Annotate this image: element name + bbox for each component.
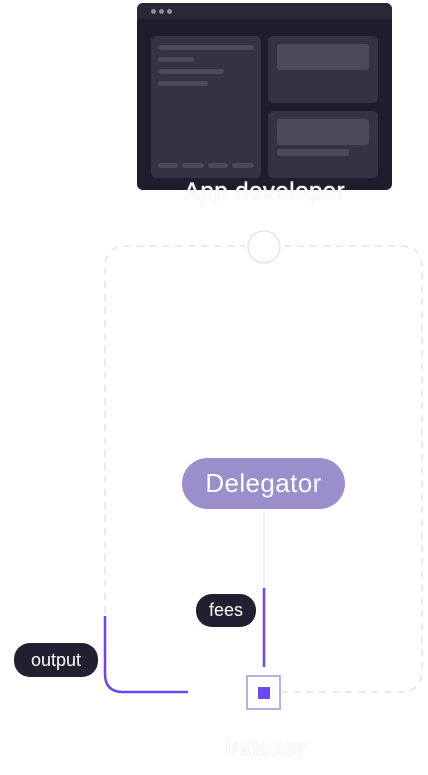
window-dot-icon — [167, 9, 172, 14]
top-connector-node — [247, 230, 281, 264]
left-panel — [151, 36, 261, 178]
placeholder-line — [208, 163, 228, 168]
dashed-outline — [104, 245, 423, 693]
window-titlebar — [137, 3, 392, 19]
placeholder-line — [158, 163, 178, 168]
fees-tag: fees — [196, 594, 256, 627]
fees-label: fees — [208, 600, 244, 620]
placeholder-line — [158, 57, 194, 62]
top-right-panel — [268, 36, 378, 103]
output-tag: output — [14, 643, 98, 677]
indexer-node-core — [258, 687, 270, 699]
window-dot-icon — [151, 9, 156, 14]
app-window-illustration — [137, 3, 392, 190]
output-label: output — [30, 649, 82, 670]
indexer-label: Indexer — [224, 735, 306, 762]
placeholder-line — [232, 163, 254, 168]
placeholder-line — [158, 81, 208, 86]
bottom-right-panel — [268, 111, 378, 178]
placeholder-line — [158, 69, 224, 74]
placeholder-block — [277, 44, 369, 70]
indexer-node — [246, 675, 281, 710]
placeholder-line — [182, 163, 204, 168]
delegator-pill: Delegator — [182, 458, 345, 509]
delegator-label: Delegator — [205, 468, 322, 498]
window-dot-icon — [159, 9, 164, 14]
placeholder-line — [158, 45, 254, 50]
output-flow-line — [103, 616, 188, 694]
placeholder-block — [277, 119, 369, 145]
placeholder-line — [277, 149, 349, 156]
app-developer-label: App developer — [183, 178, 346, 205]
